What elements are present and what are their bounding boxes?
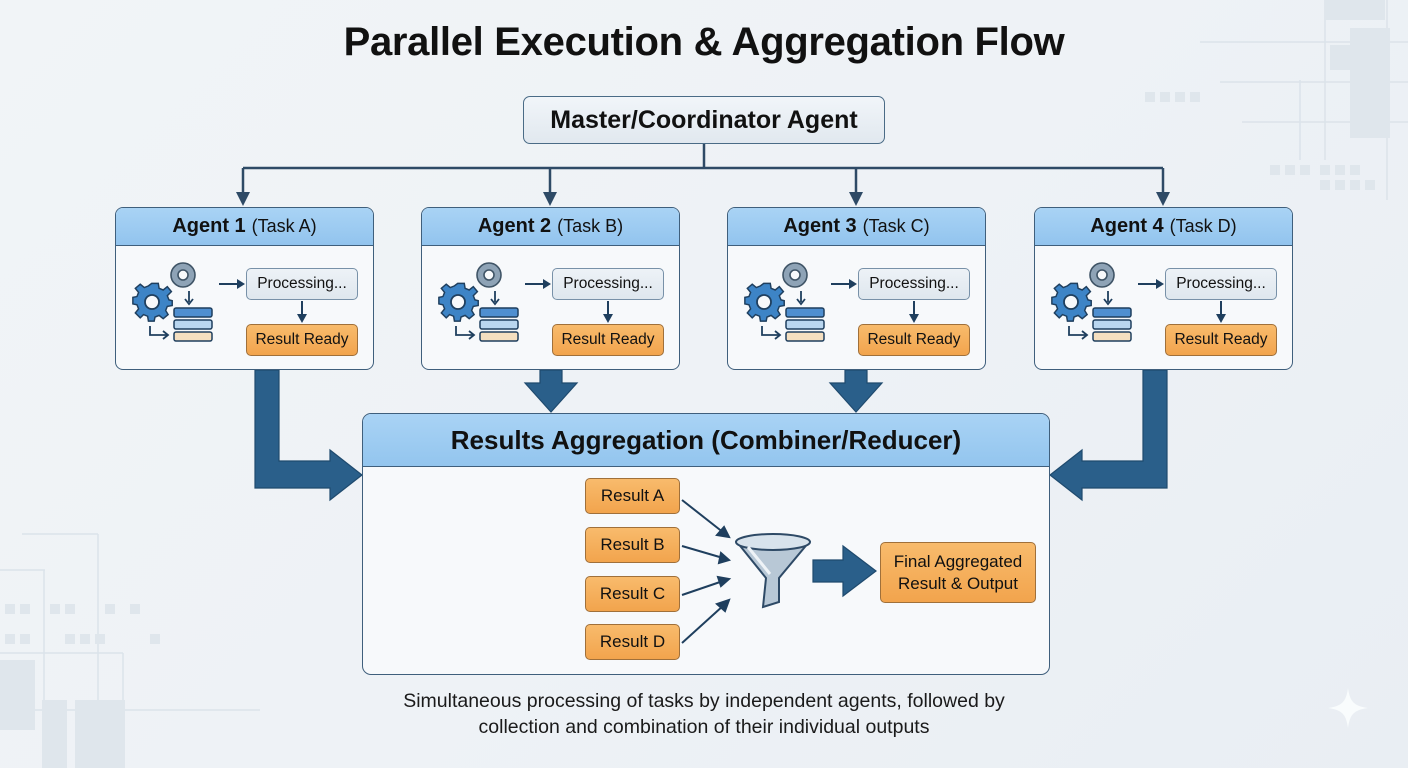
arrow-right-icon [219, 279, 245, 289]
caption-line-1: Simultaneous processing of tasks by inde… [403, 690, 1005, 712]
diagram-caption: Simultaneous processing of tasks by inde… [300, 688, 1108, 740]
result-c-arrow [681, 575, 732, 596]
arrow-down-icon [297, 301, 307, 323]
gear-icon [132, 262, 196, 322]
master-coordinator-node[interactable]: Master/Coordinator Agent [523, 96, 885, 144]
agent-name: Agent 2 [477, 215, 552, 237]
processing-status: Processing... [1165, 268, 1277, 300]
agent-header: Agent 4 (Task D) [1035, 208, 1292, 246]
result-a-arrow [681, 499, 731, 539]
arrow-right-icon [1138, 279, 1164, 289]
result-a-box: Result A [585, 478, 680, 514]
arrow-right-icon [525, 279, 551, 289]
processing-status: Processing... [858, 268, 970, 300]
caption-line-2: collection and combination of their indi… [478, 716, 930, 738]
final-output-line-1: Final Aggregated [893, 551, 1023, 571]
gear-server-icon [438, 262, 519, 342]
aggregation-title: Results Aggregation (Combiner/Reducer) [450, 424, 962, 455]
agent-name: Agent 1 [172, 215, 246, 237]
agent-card-1[interactable]: Agent 1 (Task A) [115, 207, 374, 370]
server-stack-icon [479, 307, 519, 342]
final-aggregated-output: Final Aggregated Result & Output [880, 542, 1036, 603]
aggregation-header: Results Aggregation (Combiner/Reducer) [363, 414, 1049, 467]
results-aggregation-panel[interactable]: Results Aggregation (Combiner/Reducer) R… [362, 413, 1050, 675]
agent-task: (Task A) [251, 216, 317, 236]
gear-server-icon [132, 262, 213, 342]
funnel-to-final-arrow [812, 544, 877, 598]
agent-header: Agent 1 (Task A) [116, 208, 373, 246]
agent-header: Agent 2 (Task B) [422, 208, 679, 246]
result-d-box: Result D [585, 624, 680, 660]
result-b-box: Result B [585, 527, 680, 563]
server-stack-icon [785, 307, 825, 342]
gear-icon [1051, 262, 1115, 322]
agent-card-2[interactable]: Agent 2 (Task B) [421, 207, 680, 370]
aggregation-flow-graphics [681, 499, 877, 644]
sparkle-icon [1328, 688, 1368, 728]
final-output-line-2: Result & Output [897, 573, 1018, 593]
gear-server-icon [1051, 262, 1132, 342]
result-c-box: Result C [585, 576, 680, 612]
agent-task: (Task D) [1169, 216, 1237, 236]
server-stack-icon [173, 307, 213, 342]
diagram-title: Parallel Execution & Aggregation Flow [343, 20, 1065, 64]
arrow-down-icon [1216, 301, 1226, 323]
agent-task: (Task B) [557, 216, 624, 236]
gear-icon [744, 262, 808, 322]
processing-status: Processing... [246, 268, 358, 300]
arrow-down-icon [909, 301, 919, 323]
gear-server-icon [744, 262, 825, 342]
arrow-down-icon [603, 301, 613, 323]
result-ready-badge: Result Ready [1165, 324, 1277, 356]
agent-task: (Task C) [862, 216, 930, 236]
master-label: Master/Coordinator Agent [550, 105, 858, 134]
arrow-right-icon [831, 279, 857, 289]
result-d-arrow [681, 598, 731, 644]
agent-card-4[interactable]: Agent 4 (Task D) [1034, 207, 1293, 370]
gear-icon [438, 262, 502, 322]
funnel-icon [734, 533, 812, 609]
agent-name: Agent 3 [783, 215, 857, 237]
agent-header: Agent 3 (Task C) [728, 208, 985, 246]
server-stack-icon [1092, 307, 1132, 342]
result-ready-badge: Result Ready [246, 324, 358, 356]
processing-status: Processing... [552, 268, 664, 300]
agent-name: Agent 4 [1090, 215, 1164, 237]
agent-card-3[interactable]: Agent 3 (Task C) [727, 207, 986, 370]
result-b-arrow [681, 545, 732, 565]
result-ready-badge: Result Ready [552, 324, 664, 356]
result-ready-badge: Result Ready [858, 324, 970, 356]
